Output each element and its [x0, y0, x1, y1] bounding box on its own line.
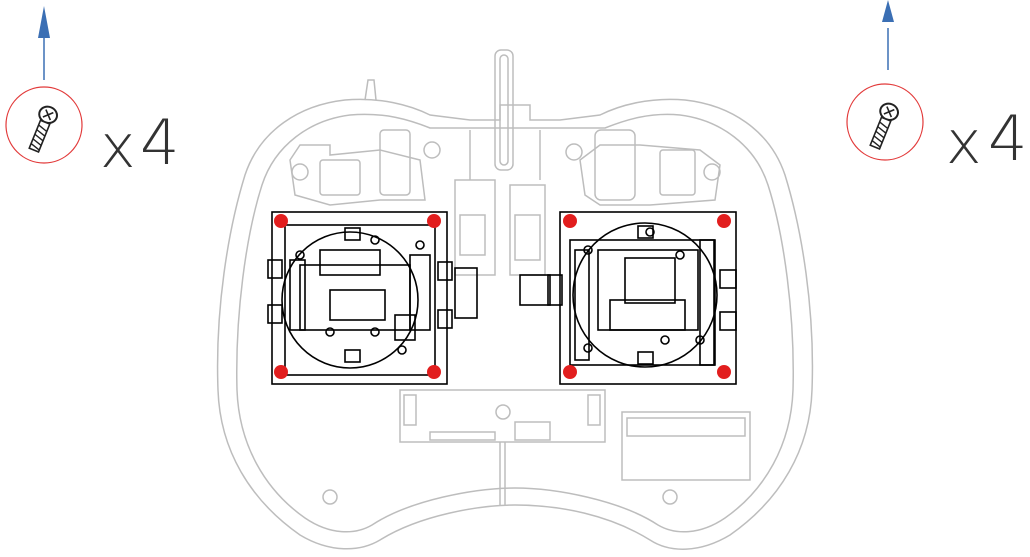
left-gimbal	[267, 211, 478, 385]
left-screw-callout: x 4	[5, 6, 179, 182]
right-gimbal-ring	[572, 222, 718, 368]
screw-marker	[717, 214, 731, 228]
screw-markers	[274, 214, 731, 379]
left-top-bracket	[289, 144, 426, 206]
screw-icon	[28, 105, 58, 153]
antenna	[494, 49, 514, 171]
controller-housing	[216, 49, 814, 550]
left-gimbal-ring	[281, 231, 419, 369]
screw-marker	[274, 214, 288, 228]
left-screw-ring	[5, 86, 83, 164]
right-screw-ring	[846, 83, 924, 161]
right-gimbal	[519, 211, 737, 385]
screw-marker	[717, 365, 731, 379]
right-gimbal-frame	[559, 211, 737, 385]
right-top-bracket	[579, 144, 721, 206]
housing-inner-outline	[236, 113, 794, 533]
bottom-right-module	[621, 411, 751, 481]
left-screw-count: 4	[140, 106, 179, 179]
left-gimbal-frame	[271, 211, 448, 385]
right-multiply-sign: x	[946, 108, 982, 178]
screw-marker	[427, 214, 441, 228]
right-screw-callout: x 4	[846, 0, 1027, 178]
bottom-board	[399, 389, 606, 443]
right-arrow-head	[882, 0, 894, 22]
housing-outer-outline	[216, 98, 814, 550]
screw-marker	[563, 214, 577, 228]
right-screw-count: 4	[988, 102, 1027, 175]
screw-marker	[274, 365, 288, 379]
screw-marker	[427, 365, 441, 379]
left-multiply-sign: x	[100, 112, 136, 182]
screw-marker	[563, 365, 577, 379]
screw-icon	[869, 102, 899, 150]
left-arrow-head	[38, 6, 50, 38]
